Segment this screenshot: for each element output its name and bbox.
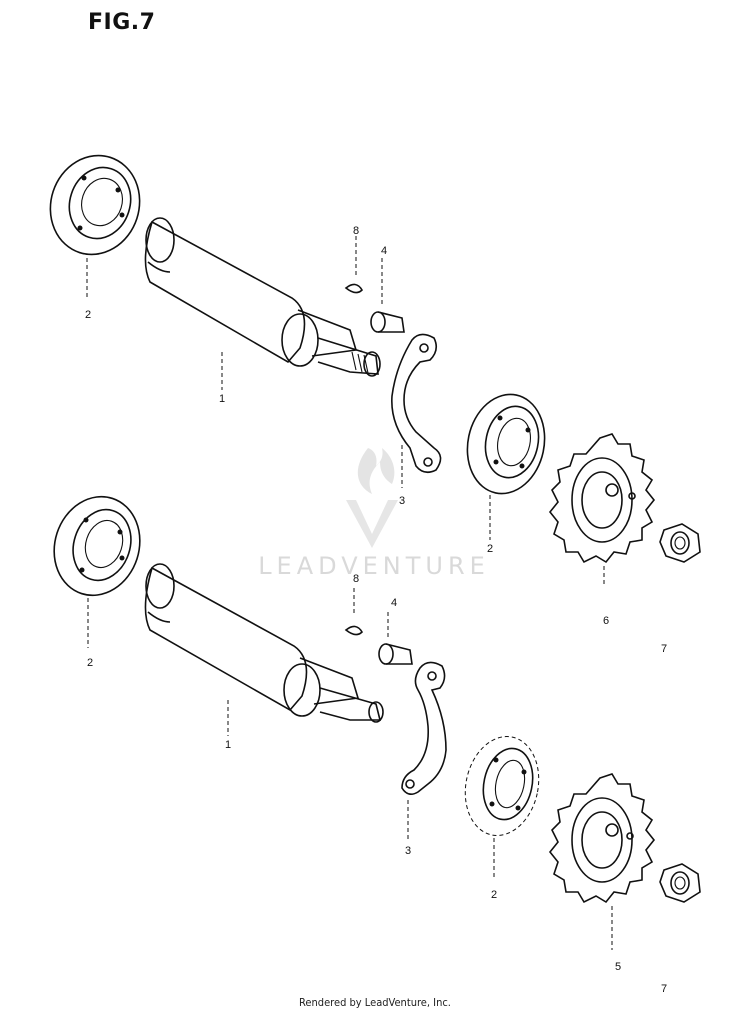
lower-assembly: 2 1 8 4 3 2 5 7 <box>53 495 701 995</box>
gear-upper <box>548 433 656 585</box>
plate-upper <box>391 333 442 488</box>
callout-bearing-left-lower: 2 <box>87 657 93 669</box>
callout-bearing-right-upper: 2 <box>487 543 493 555</box>
bolt-lower <box>378 612 413 665</box>
nut-upper <box>659 523 701 563</box>
shaft-upper <box>144 217 381 390</box>
key-upper <box>344 236 364 294</box>
shaft-lower <box>144 563 384 736</box>
callout-gear-lower: 5 <box>615 961 621 973</box>
callout-key-upper: 8 <box>353 225 359 237</box>
key-lower <box>344 588 364 636</box>
callout-bolt-lower: 4 <box>391 597 397 609</box>
callout-shaft-lower: 1 <box>225 739 231 751</box>
callout-bearing-left-upper: 2 <box>85 309 91 321</box>
plate-lower <box>401 661 447 840</box>
leadventure-logo-icon <box>346 448 398 548</box>
bearing-lower-left <box>53 495 141 648</box>
callout-plate-upper: 3 <box>399 495 405 507</box>
gear-lower <box>548 773 656 950</box>
callout-nut-upper: 7 <box>661 643 667 655</box>
nut-lower <box>659 863 701 903</box>
callout-shaft-upper: 1 <box>219 393 225 405</box>
bolt-upper <box>370 258 405 333</box>
callout-bearing-right-lower: 2 <box>491 889 497 901</box>
footer-credit: Rendered by LeadVenture, Inc. <box>299 996 451 1009</box>
callout-nut-lower: 7 <box>661 983 667 995</box>
bearing-upper-left <box>49 154 141 298</box>
bearing-lower-right <box>464 736 540 880</box>
bearing-upper-right <box>466 393 546 540</box>
upper-assembly: 2 1 8 4 3 2 6 7 <box>49 154 701 655</box>
figure-title: FIG.7 <box>88 10 156 35</box>
callout-bolt-upper: 4 <box>381 245 387 257</box>
callout-plate-lower: 3 <box>405 845 411 857</box>
callout-gear-upper: 6 <box>603 615 609 627</box>
watermark: LEADVENTURE <box>258 448 490 580</box>
callout-key-lower: 8 <box>353 573 359 585</box>
watermark-text: LEADVENTURE <box>258 552 490 580</box>
